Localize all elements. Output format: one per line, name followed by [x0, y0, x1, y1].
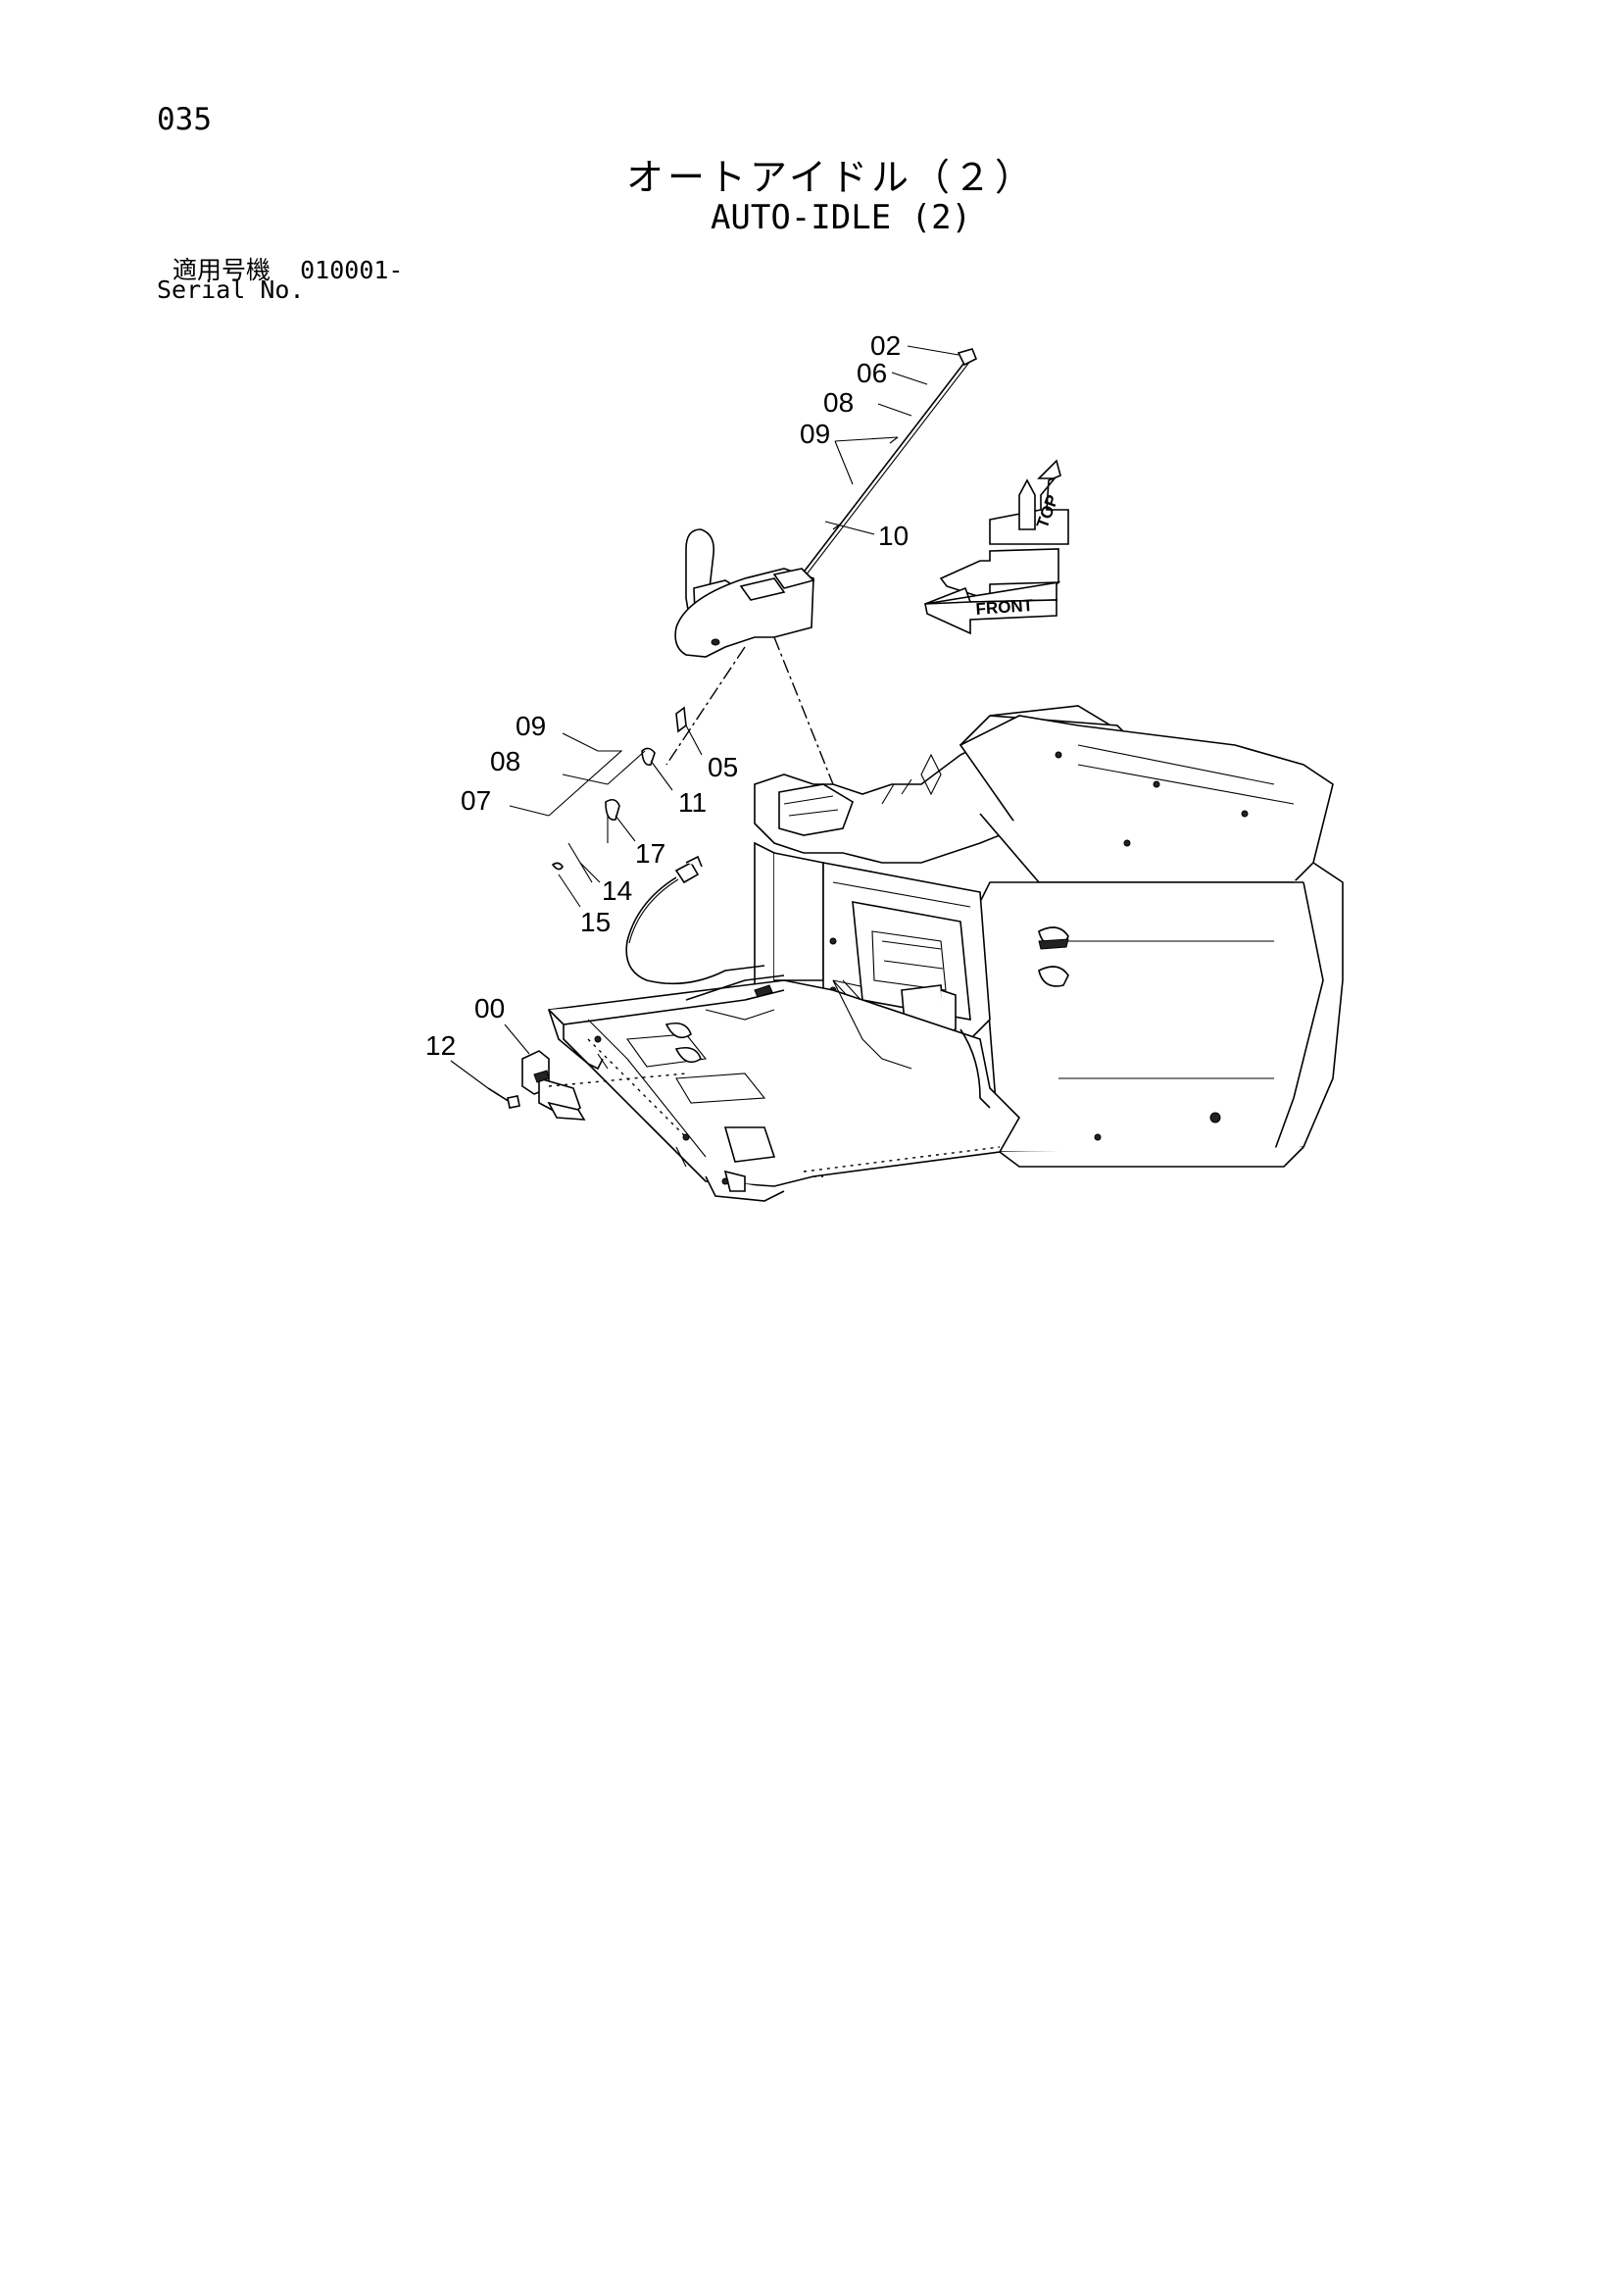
serial-row: 適用号機 010001- [172, 251, 403, 286]
callout-12: 12 [425, 1030, 456, 1061]
callout-00: 00 [474, 993, 505, 1023]
callout-11: 11 [678, 787, 707, 818]
cab-frame [959, 715, 1344, 1168]
page-title-en: AUTO-IDLE (2) [710, 198, 972, 237]
callout-09-top: 09 [800, 419, 830, 449]
serial-range: 010001- [300, 256, 404, 284]
callout-05: 05 [708, 752, 738, 782]
page-title-jp: オートアイドル（２） [625, 156, 1037, 199]
lever-harness [798, 348, 978, 580]
callout-08-top: 08 [823, 387, 854, 418]
floor-plate [547, 979, 1020, 1202]
auto-idle-switch [521, 1050, 687, 1121]
screw-12 [487, 1087, 520, 1109]
orientation-front-label: FRONT [975, 596, 1034, 619]
callout-06: 06 [857, 358, 887, 388]
callout-10: 10 [878, 521, 909, 551]
callout-09-left: 09 [516, 711, 546, 741]
callout-17: 17 [635, 838, 665, 869]
serial-label-jp: 適用号機 [172, 256, 271, 284]
wire-harness [625, 855, 991, 1109]
callout-02: 02 [870, 330, 901, 361]
support-frame [754, 841, 991, 1104]
control-lever-assembly [674, 528, 815, 658]
callout-14: 14 [602, 875, 632, 906]
page-number: 035 [157, 102, 212, 137]
callout-08-left: 08 [490, 746, 520, 776]
orientation-arrow-icon: TOP FRONT [924, 459, 1069, 635]
leader-lines [450, 345, 959, 1089]
serial-label-en: Serial No. [157, 275, 305, 304]
callout-15: 15 [580, 907, 611, 937]
callout-07: 07 [461, 785, 491, 816]
exploded-parts [551, 706, 687, 883]
